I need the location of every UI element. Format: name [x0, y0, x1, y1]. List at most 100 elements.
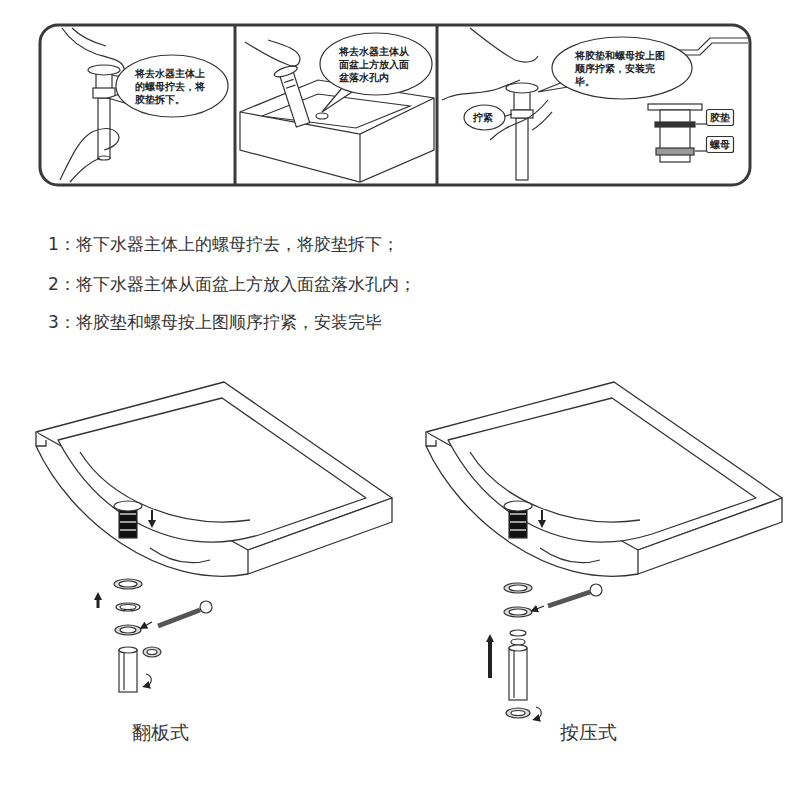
type-caption: 翻板式: [132, 720, 189, 746]
flip-drain-parts: [116, 603, 140, 611]
node-text: 螺母: [710, 138, 730, 151]
flip-drain-parts: [151, 510, 153, 524]
flip-drain-parts: [115, 625, 141, 635]
panel-three-drawing: [696, 123, 706, 124]
press-drain-parts: [510, 513, 526, 514]
flip-drain-parts: [120, 529, 136, 530]
panel-three-drawing: [656, 148, 694, 155]
flip-drain-parts: [97, 596, 100, 608]
panel-three-drawing: [516, 118, 528, 180]
panel-two-drawing: [279, 69, 310, 127]
flip-drain-parts: [146, 674, 151, 686]
panel-one-drawing: [60, 129, 119, 181]
node-text: 将去水器主体从 面盆上方放入面 盆落水孔内: [339, 45, 413, 84]
instruction-frame: [40, 25, 750, 185]
panel-three-drawing: [648, 104, 702, 110]
bubble-outline: [320, 33, 432, 95]
panel-two-drawing: [316, 113, 328, 119]
speech-bubble: 拧紧: [463, 104, 506, 131]
press-drain-parts: [510, 630, 526, 636]
instruction-frame: [40, 25, 750, 185]
step-text: 3：将胶垫和螺母按上图顺序拧紧，安装完毕: [48, 311, 382, 334]
panel-one-drawing: [70, 158, 100, 182]
sink-left: [36, 382, 392, 576]
panel-one-drawing: [62, 28, 124, 76]
press-drain-parts: [488, 638, 492, 678]
flip-drain-parts: [119, 650, 137, 692]
speech-bubble: 将去水器主体上 的螺母拧去，将 胶垫拆下。: [115, 54, 229, 118]
flip-drain-parts: [158, 610, 200, 626]
press-drain-parts: [511, 639, 525, 645]
flip-drain-parts: [147, 650, 157, 655]
step-text: 1：将下水器主体上的螺母拧去，将胶垫拆下；: [48, 233, 399, 256]
instruction-frame: [234, 25, 237, 185]
panel-two-drawing: [273, 64, 314, 128]
bubble-text: 胶垫: [710, 111, 730, 124]
sink-right: [426, 382, 782, 576]
press-drain-parts: [509, 609, 527, 615]
press-drain-parts: [506, 708, 530, 718]
flip-drain-parts: [143, 647, 161, 657]
bubble-text: 将去水器主体上 的螺母拧去，将 胶垫拆下。: [135, 67, 209, 106]
sink-left: [36, 382, 392, 576]
press-drain-parts: [590, 584, 602, 596]
panel-one-drawing: [60, 28, 128, 182]
bubble-outline: [464, 105, 505, 130]
press-drain-parts: [490, 501, 602, 719]
type-caption: 按压式: [560, 720, 617, 746]
panel-two-drawing: [240, 80, 434, 182]
bubble-outline: [552, 37, 692, 99]
flip-drain-parts: [119, 581, 137, 587]
panel-three-drawing: [506, 83, 538, 93]
panel-two-drawing: [245, 40, 300, 66]
press-drain-parts: [536, 707, 541, 719]
part-label-box: 胶垫: [706, 109, 734, 126]
press-drain-parts: [548, 592, 590, 606]
panel-three-drawing: [532, 112, 552, 130]
flip-drain-parts: [98, 501, 212, 692]
flip-drain-parts: [119, 647, 137, 653]
panel-three-drawing: [695, 150, 706, 151]
flip-drain-parts: [120, 521, 136, 522]
part-label-box: 螺母: [706, 136, 734, 153]
panel-three-drawing: [655, 122, 695, 127]
node-text: 拧紧: [473, 111, 497, 124]
press-drain-parts: [509, 585, 527, 591]
flip-drain-parts: [200, 601, 212, 613]
press-drain-parts: [509, 645, 527, 651]
flip-drain-parts: [114, 501, 142, 511]
press-drain-parts: [513, 650, 514, 698]
press-drain-parts: [541, 510, 543, 524]
panel-one-drawing: [88, 65, 120, 75]
speech-bubble: 将胶垫和螺母按上图 顺序拧紧，安装完毕。: [551, 36, 693, 100]
bubble-outline: [116, 55, 228, 117]
flip-drain-parts: [114, 579, 142, 589]
box-outline: [707, 136, 734, 152]
press-drain-parts: [509, 648, 527, 700]
speech-bubble: 将去水器主体从 面盆上方放入面 盆落水孔内: [319, 32, 433, 96]
node-text: 将胶垫和螺母按上图 顺序拧紧，安装完毕。: [575, 49, 669, 88]
flip-drain-parts: [120, 627, 136, 633]
panel-three-drawing: [470, 28, 538, 62]
instruction-frame: [436, 25, 439, 185]
press-drain-parts: [511, 711, 525, 716]
step-text: 2：将下水器主体从面盆上方放入面盆落水孔内；: [48, 273, 416, 296]
press-drain-parts: [534, 606, 544, 610]
node-text: 胶垫: [710, 111, 730, 124]
bubble-text: 将去水器主体从 面盆上方放入面 盆落水孔内: [339, 45, 413, 84]
panel-two-drawing: [284, 79, 294, 82]
panel-two-drawing: [286, 85, 296, 88]
flip-drain-parts: [123, 652, 124, 690]
sink-right: [426, 382, 782, 576]
press-drain-parts: [510, 529, 526, 530]
bubble-text: 螺母: [710, 138, 730, 151]
node-text: 将去水器主体上 的螺母拧去，将 胶垫拆下。: [135, 67, 209, 106]
flip-drain-parts: [120, 513, 136, 514]
flip-drain-parts: [143, 622, 152, 627]
press-drain-parts: [504, 607, 532, 617]
press-drain-parts: [504, 583, 532, 593]
box-outline: [707, 109, 734, 125]
panel-two-drawing: [322, 88, 352, 112]
